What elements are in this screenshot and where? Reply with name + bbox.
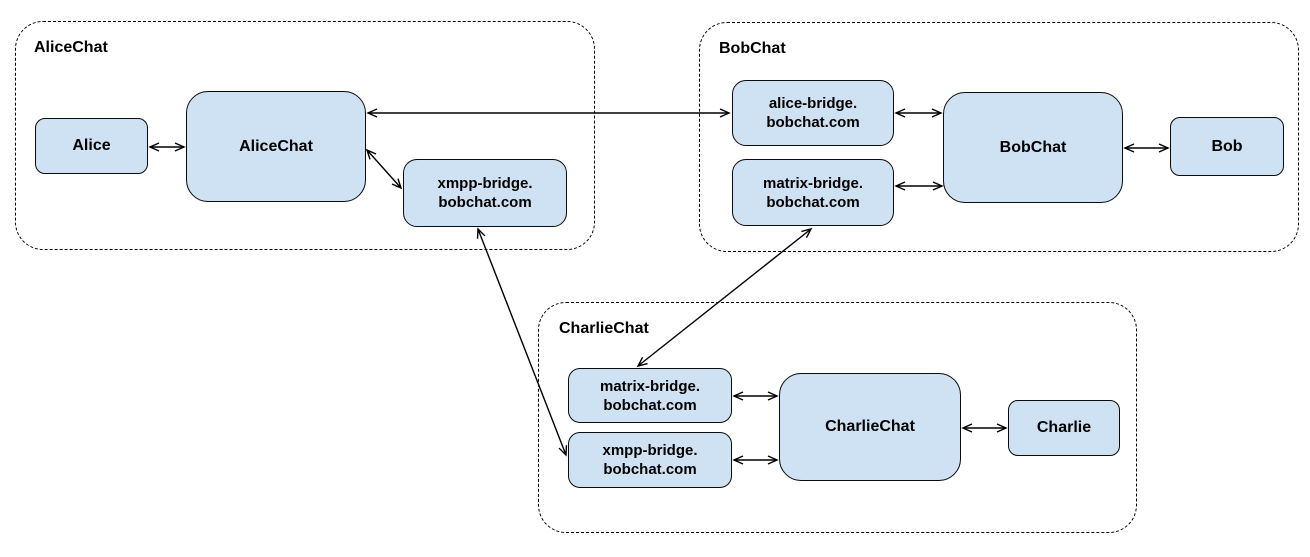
node-matrix-bridge-charliechat-line2: bobchat.com xyxy=(603,396,697,414)
node-bobchat-server: BobChat xyxy=(943,92,1123,203)
node-alicechat-server-label: AliceChat xyxy=(239,137,313,155)
node-matrix-bridge-bobchat: matrix-bridge. bobchat.com xyxy=(732,159,894,226)
node-alicechat-server: AliceChat xyxy=(186,91,366,202)
node-xmpp-bridge-alicechat: xmpp-bridge. bobchat.com xyxy=(403,159,567,227)
cluster-alicechat xyxy=(15,21,595,250)
cluster-alicechat-label: AliceChat xyxy=(34,39,108,56)
node-charliechat-server-label: CharlieChat xyxy=(825,418,915,435)
node-alice-bridge-bobchat-line1: alice-bridge. xyxy=(768,95,858,112)
node-xmpp-bridge-charliechat-line2: bobchat.com xyxy=(603,461,697,478)
node-xmpp-bridge-alicechat-line2: bobchat.com xyxy=(438,194,532,211)
node-bobchat-server-label: BobChat xyxy=(999,138,1067,156)
node-xmpp-bridge-alicechat-line1: xmpp-bridge. xyxy=(437,175,533,192)
node-matrix-bridge-charliechat-line1: matrix-bridge. xyxy=(599,377,701,395)
node-alice-label: Alice xyxy=(72,137,111,154)
node-matrix-bridge-bobchat-line1: matrix-bridge. xyxy=(762,174,864,192)
node-bob-label: Bob xyxy=(1211,137,1243,155)
node-xmpp-bridge-charliechat: xmpp-bridge. bobchat.com xyxy=(568,432,732,488)
cluster-bobchat-label: BobChat xyxy=(719,40,786,57)
cluster-bobchat xyxy=(699,22,1299,252)
node-matrix-bridge-charliechat: matrix-bridge. bobchat.com xyxy=(568,368,732,423)
node-xmpp-bridge-charliechat-line1: xmpp-bridge. xyxy=(602,442,698,459)
node-bob: Bob xyxy=(1170,117,1284,176)
node-charliechat-server: CharlieChat xyxy=(779,373,961,481)
node-charlie-label: Charlie xyxy=(1036,419,1092,436)
node-matrix-bridge-bobchat-line2: bobchat.com xyxy=(766,193,860,211)
node-alice-bridge-bobchat: alice-bridge. bobchat.com xyxy=(732,80,894,146)
cluster-charliechat-label: CharlieChat xyxy=(559,320,649,337)
node-alice-bridge-bobchat-line2: bobchat.com xyxy=(766,114,860,131)
node-alice: Alice xyxy=(35,118,148,174)
node-charlie: Charlie xyxy=(1008,400,1120,456)
